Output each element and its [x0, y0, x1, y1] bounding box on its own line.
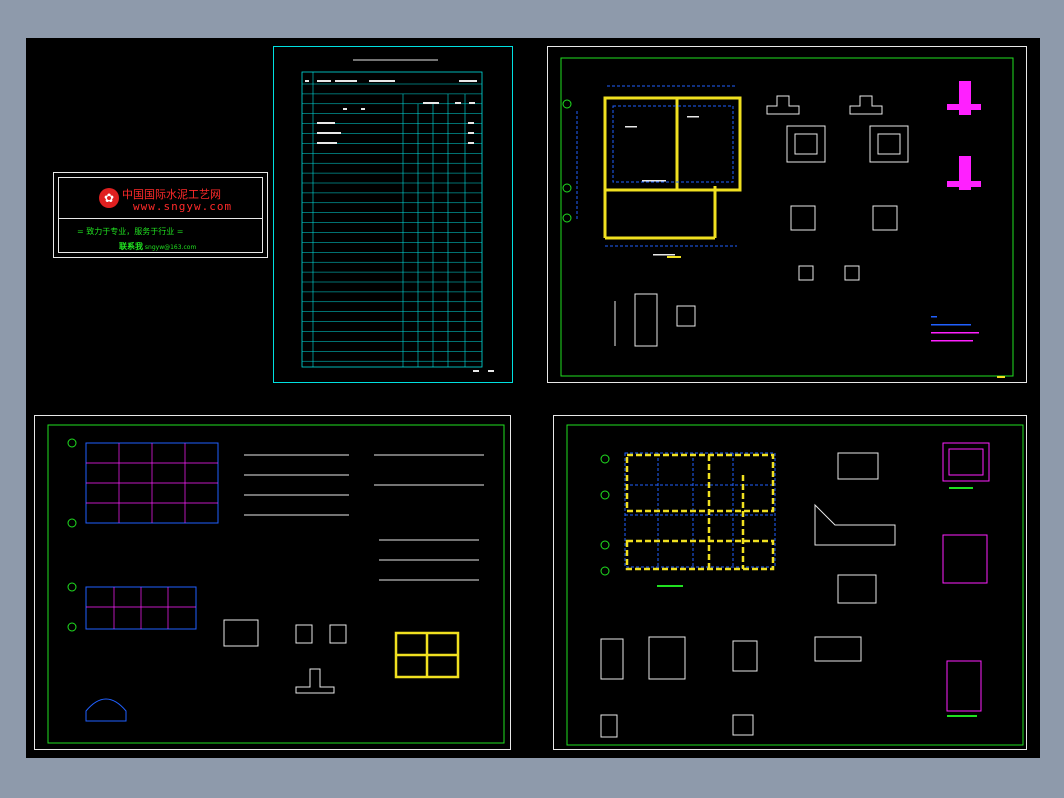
contact-label: 联系我	[119, 242, 143, 251]
logo-panel: ✿ 中国国际水泥工艺网 www.sngyw.com = 致力于专业，服务于行业 …	[53, 172, 268, 258]
company-logo-icon: ✿	[99, 188, 119, 208]
contact-email[interactable]: sngyw@163.com	[144, 244, 197, 251]
sheet-roof-plan[interactable]	[553, 415, 1027, 750]
sheet-foundation-plan[interactable]	[547, 46, 1027, 383]
site-url[interactable]: www.sngyw.com	[133, 200, 233, 213]
sheet-framing-plan[interactable]	[34, 415, 511, 750]
cad-drawing-canvas[interactable]	[26, 38, 1040, 758]
contact-line: 联系我 sngyw@163.com	[119, 241, 196, 252]
site-name: 中国国际水泥工艺网	[122, 188, 221, 201]
logo-header: ✿ 中国国际水泥工艺网 www.sngyw.com	[59, 178, 262, 219]
sheet-drawing-index[interactable]	[273, 46, 513, 383]
logo-frame: ✿ 中国国际水泥工艺网 www.sngyw.com = 致力于专业，服务于行业 …	[58, 177, 263, 253]
slogan: = 致力于专业，服务于行业 =	[77, 227, 184, 236]
